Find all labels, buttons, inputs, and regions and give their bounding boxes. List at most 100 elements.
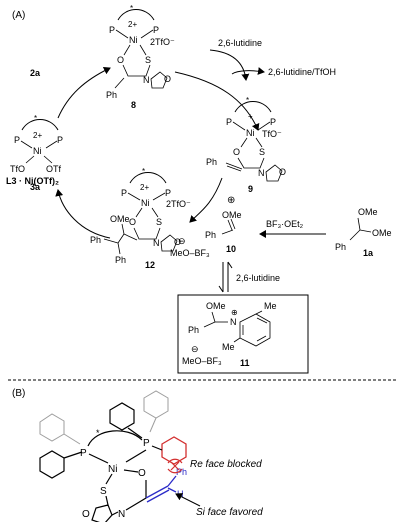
complex-8: * P 2+ P Ni 2TfO⁻ O S N O Ph 8 [106,4,175,110]
lutidine-arrow [209,49,265,81]
c11-id: 11 [240,358,250,368]
si-face-arrow [175,493,201,507]
black-phenyl-left [39,450,65,479]
catalyst-l3: * P 2+ P Ni TfO OTf L3 · Ni(OTf)₂ [6,114,63,186]
l3-p-left: P [14,135,20,145]
c10-id: 10 [226,244,236,254]
label-3a: 3a [30,182,41,192]
c8-p-left: P [109,25,115,35]
black-phenyl-top [109,402,135,431]
acetal-1a: OMe OMe Ph 1a [335,207,392,258]
red-phenyl [161,436,187,465]
c11-n: N [230,317,237,327]
c1a-ome-bottom: OMe [372,228,392,238]
c11-ome: OMe [206,301,226,311]
c1a-id: 1a [363,248,374,258]
c12-o-ring: O [174,237,181,247]
c11-meo-bf3: MeO–BF₃ [182,356,222,366]
c9-o-ring: O [279,167,286,177]
reagent-bf3: BF₃·OEt₂ [266,219,304,229]
c9-s: S [259,147,265,157]
label-2a: 2a [30,68,41,78]
c12-o: O [129,217,136,227]
b-s: S [100,486,107,497]
c10-ome: OMe [222,210,242,220]
c12-id: 12 [145,260,155,270]
l3-label: L3 · Ni(OTf)₂ [6,176,59,186]
cation-10: ⊕ OMe Ph ⊖ MeO–BF₃ 10 [170,195,242,258]
svg-text:*: * [142,167,145,176]
c9-ph: Ph [206,157,217,167]
b-p-right: P [143,438,150,449]
c9-n: N [258,168,265,178]
c8-counter: 2TfO⁻ [150,37,175,47]
c8-charge: 2+ [128,20,137,29]
svg-text:*: * [246,96,249,105]
c8-o-ring: O [164,74,171,84]
b-ni: Ni [108,464,117,475]
c11-minus: ⊖ [191,344,199,354]
c10-ph: Ph [205,230,216,240]
c12-p-right: P [165,188,171,198]
c9-id: 9 [248,184,253,194]
gray-phenyl-left [39,413,65,442]
si-face-label: Si face favored [196,507,263,518]
compound-11-box [177,294,309,374]
equilibrium-arrows [218,261,233,293]
gray-phenyl-top [143,390,169,419]
c8-ph: Ph [106,90,117,100]
reagent-lutidine-tfoh: 2,6-lutidine/TfOH [268,67,336,77]
c8-id: 8 [131,100,136,110]
svg-text:*: * [130,4,133,13]
b-o: O [138,468,146,479]
c12-metal: Ni [141,198,150,208]
c11-plus: ⊕ [231,308,238,317]
l3-metal: Ni [33,146,42,156]
svg-text:*: * [96,428,100,438]
l3-charge: 2+ [33,131,42,140]
c12-ph-top: Ph [90,235,101,245]
pyridinium-11: OMe Me Ph ⊕ N Me ⊖ MeO–BF₃ 11 [182,301,277,368]
b-p-left: P [80,448,87,459]
c12-counter: 2TfO⁻ [166,199,191,209]
c9-metal: Ni [246,128,255,138]
re-face-label: Re face blocked [190,459,262,470]
c12-ome: OMe [110,214,130,224]
b-o-ring: O [82,509,90,520]
complex-12: * P 2+ P Ni 2TfO⁻ O S N O OMe Ph Ph 12 [90,167,191,270]
c12-ph-bottom: Ph [115,255,126,265]
c8-n: N [143,75,150,85]
c1a-ome-top: OMe [358,207,378,217]
c9-p-left: P [226,117,232,127]
panel-b-label: (B) [12,388,25,399]
c9-o: O [233,147,240,157]
c9-p-right: P [270,117,276,127]
c10-minus: ⊖ [178,236,186,246]
l3-otf: OTf [46,164,61,174]
c12-s: S [156,217,162,227]
c11-ph: Ph [188,325,199,335]
reagent-lutidine-eq: 2,6-lutidine [236,273,280,283]
reagent-lutidine-top: 2,6-lutidine [218,38,262,48]
c8-o: O [117,55,124,65]
c8-p-right: P [153,25,159,35]
cycle-arrows [55,66,260,239]
c8-s: S [145,55,151,65]
c11-me-bottom: Me [222,342,235,352]
c9-charge: + [248,112,253,121]
steric-clash-mark [167,458,183,474]
c12-p-left: P [121,188,127,198]
c8-metal: Ni [129,35,138,45]
b-n: N [118,509,125,520]
transition-model: * P P Ni S O O N Ph H Re face blocked [39,390,263,522]
c9-counter: TfO⁻ [262,129,282,139]
complex-9: * P + P Ni TfO⁻ O S N O Ph 9 [206,96,286,194]
c10-plus: ⊕ [227,195,235,206]
c12-charge: 2+ [140,183,149,192]
l3-tfo: TfO [10,164,25,174]
panel-a-label: (A) [12,10,25,21]
c11-me-top: Me [264,301,277,311]
svg-text:*: * [34,114,37,123]
